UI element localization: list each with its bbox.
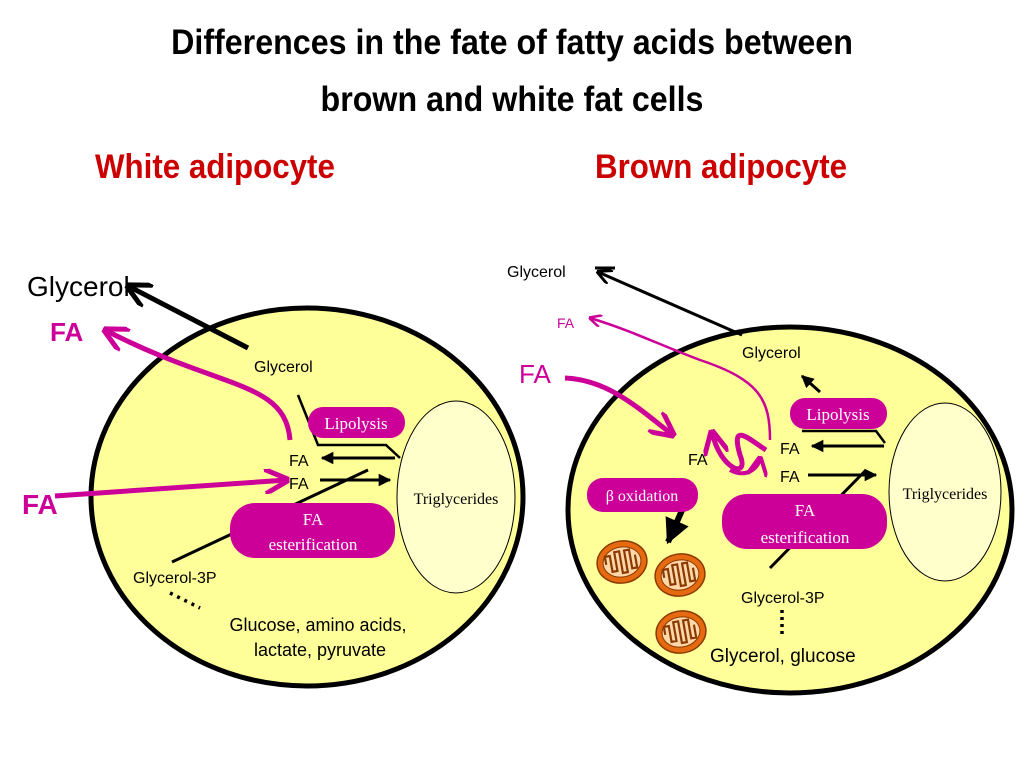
brown-lipolysis-label: Lipolysis [806,405,869,424]
white-adipocyte-heading: White adipocyte [95,148,335,186]
brown-fa-recycle-arrow [712,432,768,472]
white-fa2-label: FA [289,476,309,493]
title-line-1: Differences in the fate of fatty acids b… [171,23,853,62]
white-lipolysis-label: Lipolysis [324,414,387,433]
title-line-2: brown and white fat cells [320,80,704,119]
brown-esterification-pill [722,494,887,549]
white-fa-in-label: FA [22,489,58,520]
brown-glycerol-out-label: Glycerol [507,264,566,281]
brown-glycerol-exit-arrow [598,272,743,337]
brown-esterification-line2: esterification [761,528,850,547]
white-fa1-label: FA [289,453,309,470]
white-lipolysis-bracket [296,394,401,459]
brown-beta-oxidation-arrow [665,506,689,545]
white-sources-line2: lactate, pyruvate [254,640,386,660]
white-fa-in-arrow [54,480,287,499]
white-glycerol-out-label: Glycerol [27,271,130,302]
brown-fa-out-label: FA [557,315,575,331]
brown-esterification-line1: FA [795,501,816,520]
brown-fa1-label: FA [780,441,800,458]
brown-fa-center-label: FA [688,452,708,469]
brown-glycerol-inner-arrow [801,374,821,394]
white-glycerol-inner-label: Glycerol [254,359,313,376]
white-esterification-line1: FA [303,510,324,529]
brown-beta-oxidation-label: β oxidation [606,488,679,505]
brown-adipocyte: Lipolysis β oxidation FA esterification … [507,264,1015,696]
white-sources-line1: Glucose, amino acids, [229,615,406,635]
brown-sources-label: Glycerol, glucose [710,646,856,667]
brown-adipocyte-heading: Brown adipocyte [595,148,848,186]
brown-glycerol-inner-label: Glycerol [742,345,801,362]
brown-triglycerides-label: Triglycerides [903,486,988,503]
white-glycerol3p-label: Glycerol-3P [133,570,217,587]
white-adipocyte: Lipolysis FA esterification Glycerol FA … [22,271,526,689]
brown-beta-oxidation-pill [587,478,698,512]
brown-fa-in-label: FA [519,359,551,389]
brown-fa-out-arrow [590,318,772,441]
white-dotted-line [169,591,201,610]
white-lipid-droplet [396,400,516,594]
white-triglycerides-label: Triglycerides [414,491,499,508]
brown-glycerol3p-label: Glycerol-3P [741,590,825,607]
white-esterification-line2: esterification [269,535,358,554]
brown-fa-in-arrow [564,375,673,435]
brown-fa2-label: FA [780,469,800,486]
white-esterification-pill [230,503,395,558]
white-glycerol-exit-arrow [128,286,250,351]
brown-lipolysis-bracket [802,429,886,444]
brown-lipolysis-pill [790,398,887,429]
white-fa-out-label: FA [50,317,83,347]
white-fa-out-arrow [105,330,293,441]
brown-lipid-droplet [888,402,1002,582]
white-lipolysis-pill [308,407,405,438]
